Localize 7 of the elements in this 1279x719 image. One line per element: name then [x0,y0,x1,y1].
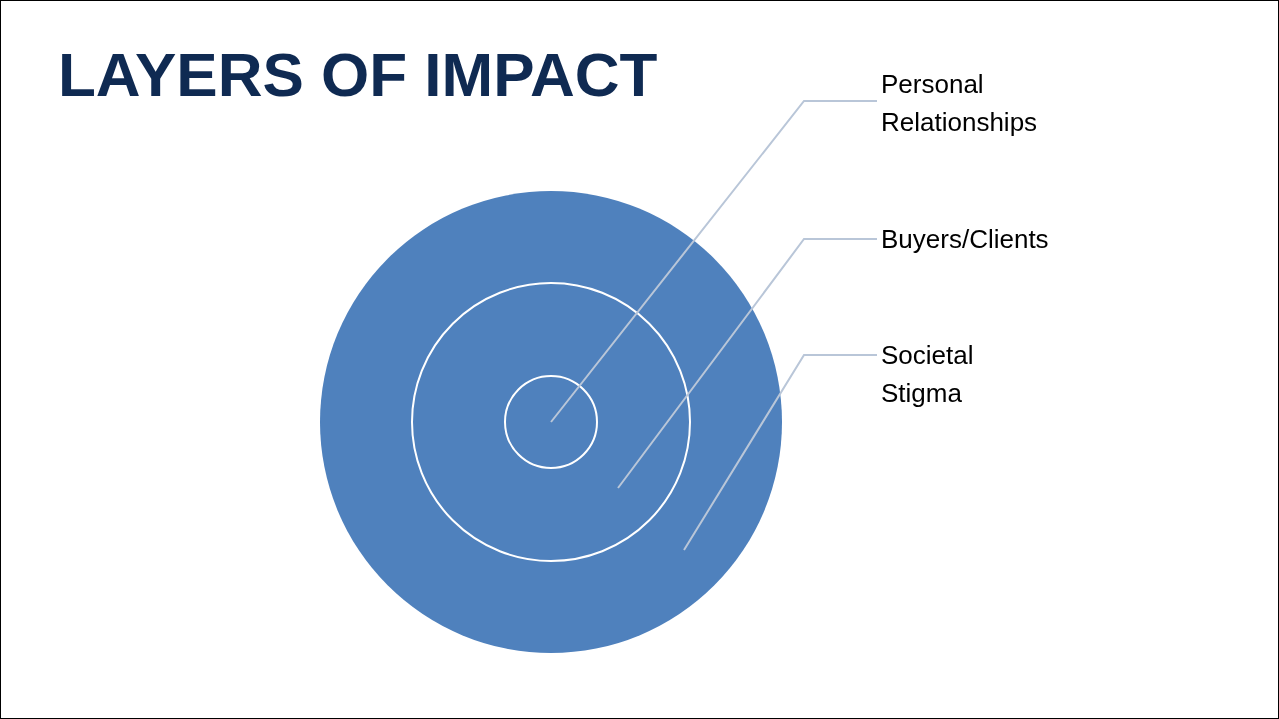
callout-label: Personal Relationships [881,65,1141,141]
leader-line [550,100,878,423]
leader-line [683,354,878,551]
callout-label: Societal Stigma [881,336,1041,412]
leader-line [617,238,878,489]
slide-title: LAYERS OF IMPACT [58,39,658,110]
callout-label: Buyers/Clients [881,220,1141,258]
